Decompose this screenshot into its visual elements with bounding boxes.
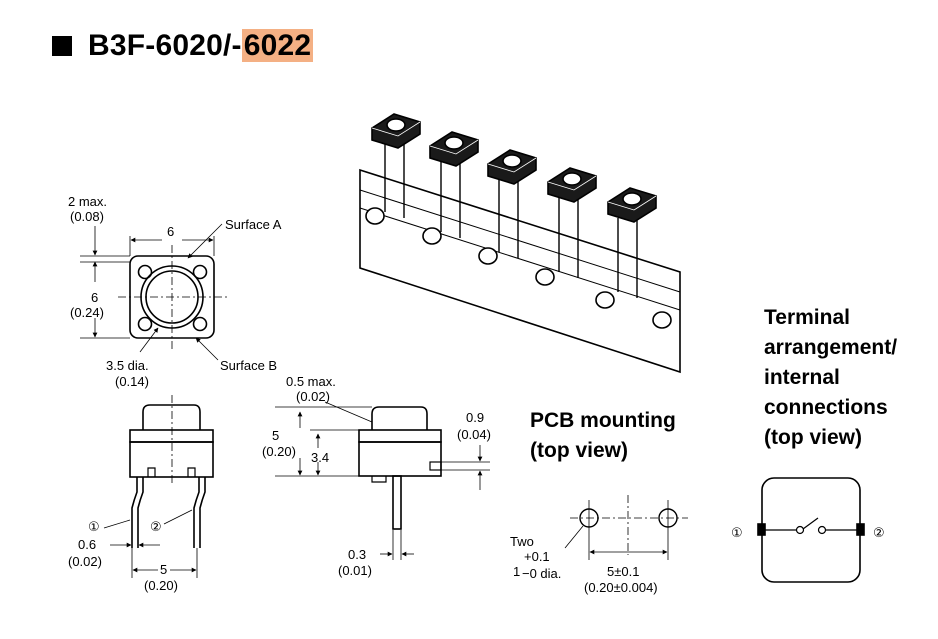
side-05max-inch: (0.02) (296, 389, 330, 404)
bullet-square-icon (52, 36, 72, 56)
pcb-tol-plus: +0.1 (524, 549, 550, 564)
side-gap: 0.9 (466, 410, 484, 425)
pcb-mounting-drawing (564, 495, 688, 560)
taped-switches-illustration (359, 113, 681, 374)
top-view-drawing (80, 223, 228, 361)
dim-top-width: 6 (167, 224, 174, 239)
dim-top-height-inch: (0.24) (70, 305, 104, 320)
front-pin-2: ② (150, 519, 162, 534)
dia-inch-label: (0.14) (115, 374, 149, 389)
front-pin-1: ① (88, 519, 100, 534)
surface-a-label: Surface A (225, 217, 282, 232)
pin-pitch-inch: (0.20) (144, 578, 178, 593)
pcb-pitch: 5±0.1 (607, 564, 639, 579)
side-05max: 0.5 max. (286, 374, 336, 389)
terminal-diagram (757, 477, 865, 583)
pin-pitch-dim: 5 (160, 562, 167, 577)
side-view-drawing (275, 401, 490, 560)
terminal-heading: Terminal arrangement/ internal connectio… (764, 306, 898, 449)
page-title: B3F-6020/-6022 (52, 26, 314, 66)
terminal-pin-2: ② (873, 525, 885, 540)
model-name: B3F-6020/- (88, 29, 242, 62)
pin-width-dim: 0.6 (78, 537, 96, 552)
pcb-two-label: Two (510, 534, 534, 549)
terminal-pin-1: ① (731, 525, 743, 540)
side-body-height: 3.4 (311, 450, 329, 465)
front-view-drawing (103, 395, 214, 578)
dim-top-height: 6 (91, 290, 98, 305)
lead-thickness-inch: (0.01) (338, 563, 372, 578)
pcb-mounting-heading: PCB mounting (top view) (530, 409, 676, 462)
side-height-inch: (0.20) (262, 444, 296, 459)
dim-2max: 2 max. (68, 194, 107, 209)
pcb-hole-dia: 1 (513, 564, 520, 579)
dim-2max-inch: (0.08) (70, 209, 104, 224)
dia-label: 3.5 dia. (106, 358, 149, 373)
pcb-pitch-inch: (0.20±0.004) (584, 580, 658, 595)
side-height: 5 (272, 428, 279, 443)
pcb-tol-minus: −0 dia. (522, 566, 561, 581)
model-highlight: 6022 (241, 29, 314, 62)
side-gap-inch: (0.04) (457, 427, 491, 442)
surface-b-label: Surface B (220, 358, 277, 373)
lead-thickness: 0.3 (348, 547, 366, 562)
pin-width-inch: (0.02) (68, 554, 102, 569)
